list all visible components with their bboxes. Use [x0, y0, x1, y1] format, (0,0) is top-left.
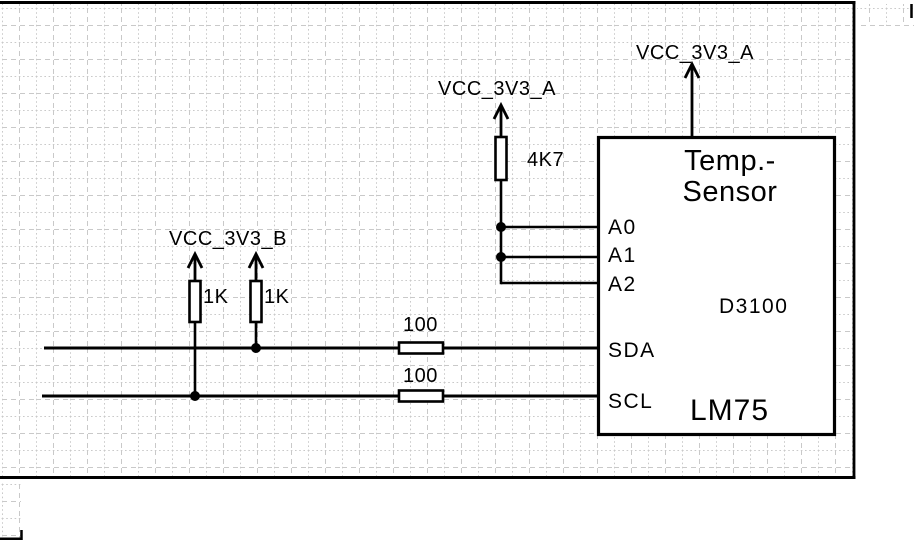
resistor-value-sda-pullup: 1K — [264, 286, 290, 308]
resistor-body-addr-pullup — [494, 135, 508, 182]
ic-body-lm75 — [596, 135, 837, 437]
adjacent-sheet-corner-top-right — [857, 4, 914, 26]
resistor-body-sda-series — [397, 341, 445, 355]
net-label-vcc-3v3-a-pullup: VCC_3V3_A — [438, 78, 556, 100]
resistor-body-scl-series — [397, 389, 445, 403]
power-arrow-vcc-a-ic-icon — [683, 60, 701, 138]
pin-label-a2: A2 — [608, 273, 637, 296]
ic-name-line2: Sensor — [683, 176, 778, 208]
power-arrow-vcc-b-right-icon — [247, 250, 265, 281]
pin-label-a1: A1 — [608, 244, 637, 267]
adjacent-sheet-corner-bottom-left — [0, 483, 21, 540]
pin-label-sda: SDA — [608, 339, 656, 362]
power-arrow-vcc-b-left-icon — [186, 250, 204, 281]
junction-dot-scl — [190, 391, 200, 401]
resistor-value-scl-pullup: 1K — [203, 286, 229, 308]
resistor-value-scl-series: 100 — [403, 365, 438, 387]
resistor-body-sda-pullup — [249, 279, 263, 324]
resistor-value-sda-series: 100 — [403, 314, 438, 336]
power-arrow-vcc-a-pullup-icon — [492, 101, 510, 137]
junction-dot-a1 — [496, 252, 506, 262]
net-label-vcc-3v3-b: VCC_3V3_B — [169, 228, 287, 250]
junction-dot-sda — [251, 343, 261, 353]
pin-label-scl: SCL — [608, 390, 653, 413]
junction-dot-a0 — [496, 222, 506, 232]
ic-part-number: LM75 — [690, 394, 769, 427]
resistor-value-addr-pullup: 4K7 — [527, 149, 564, 171]
resistor-body-scl-pullup — [188, 279, 202, 324]
ic-designator: D3100 — [719, 295, 788, 318]
net-label-vcc-3v3-a-ic: VCC_3V3_A — [636, 42, 754, 64]
pin-label-a0: A0 — [608, 216, 637, 239]
ic-name-line1: Temp.- — [684, 145, 776, 177]
